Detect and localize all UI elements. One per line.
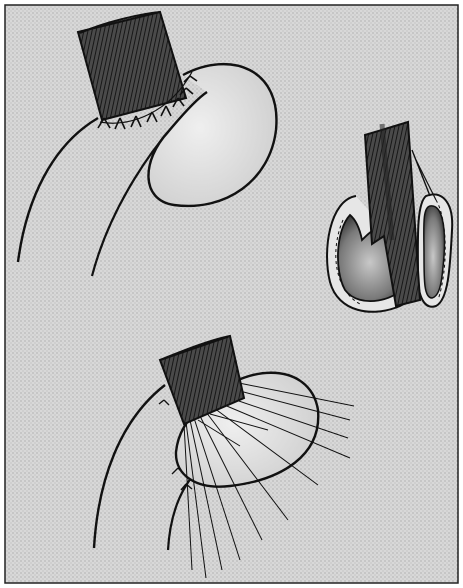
right-lobe-lumen [424,206,445,298]
